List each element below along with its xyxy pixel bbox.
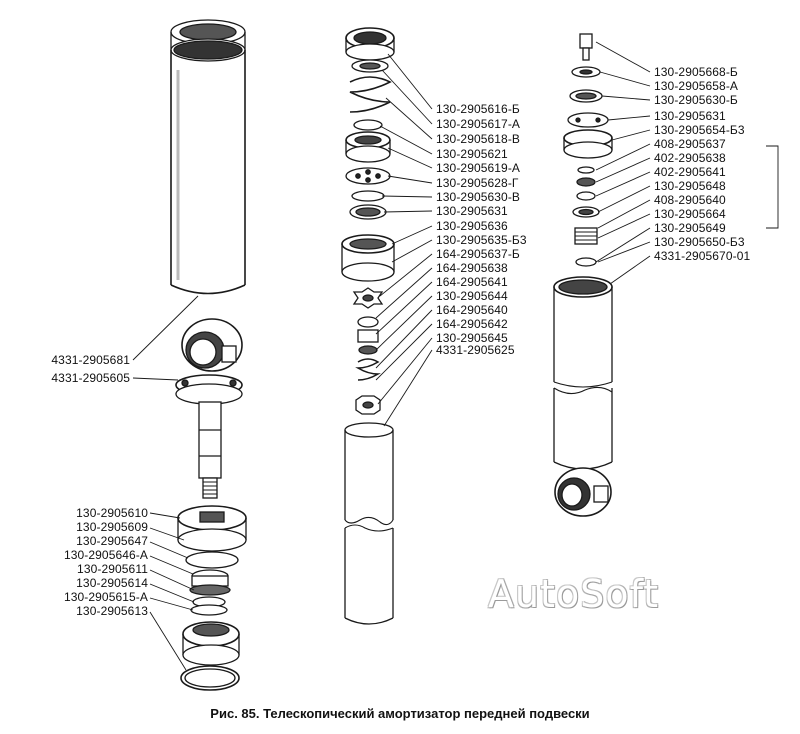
- piston-rod: [198, 401, 222, 499]
- part-label: 130-2905647: [76, 534, 148, 548]
- part-label: 130-2905648: [654, 179, 726, 193]
- part-label: 130-2905649: [654, 221, 726, 235]
- part-label: 130-2905631: [654, 109, 726, 123]
- part-label: 130-2905615-А: [63, 590, 148, 604]
- leader-lines-right: [595, 41, 779, 285]
- part-label: 130-2905664: [654, 207, 726, 221]
- part-label: 130-2905630-В: [436, 190, 521, 204]
- part-label: 408-2905637: [654, 137, 726, 151]
- part-label: 130-2905654-Б3: [654, 123, 745, 137]
- lower-mount-eye: [175, 318, 243, 405]
- part-label: 130-2905610: [76, 506, 148, 520]
- part-label: 164-2905638: [436, 261, 508, 275]
- part-label: 130-2905668-Б: [654, 65, 738, 79]
- middle-stack: [341, 27, 395, 625]
- part-label: 4331-2905681: [51, 353, 130, 367]
- piston-assembly: [177, 505, 247, 691]
- part-label: 130-2905609: [76, 520, 148, 534]
- part-label: 130-2905621: [436, 147, 508, 161]
- part-label: 408-2905640: [654, 193, 726, 207]
- part-label: 4331-2905625: [436, 343, 515, 357]
- part-label: 130-2905618-В: [436, 132, 521, 146]
- part-label: 164-2905641: [436, 275, 508, 289]
- watermark: AutoSoft: [488, 572, 660, 616]
- part-label: 130-2905611: [77, 562, 148, 576]
- part-label: 164-2905637-Б: [436, 247, 520, 261]
- part-label: 130-2905635-Б3: [436, 233, 527, 247]
- leader-lines-left: [132, 295, 199, 671]
- part-label: 130-2905628-Г: [436, 176, 519, 190]
- part-label: 164-2905640: [436, 303, 508, 317]
- part-label: 130-2905636: [436, 219, 508, 233]
- part-label: 4331-2905605: [51, 371, 130, 385]
- part-label: 130-2905631: [436, 204, 508, 218]
- part-label: 130-2905645: [436, 331, 508, 345]
- part-label: 130-2905614: [76, 576, 148, 590]
- part-label: 164-2905642: [436, 317, 508, 331]
- right-stack: [553, 33, 613, 517]
- part-label: 4331-2905670-01: [654, 249, 751, 263]
- part-label: 130-2905650-Б3: [654, 235, 745, 249]
- part-label: 402-2905641: [654, 165, 726, 179]
- part-label: 130-2905658-А: [654, 79, 739, 93]
- part-label: 130-2905616-Б: [436, 102, 520, 116]
- part-label: 130-2905630-Б: [654, 93, 738, 107]
- figure-caption: Рис. 85. Телескопический амортизатор пер…: [210, 706, 590, 721]
- part-label: 402-2905638: [654, 151, 726, 165]
- part-label: 130-2905619-А: [436, 161, 521, 175]
- leader-lines-middle: [375, 53, 433, 427]
- part-label: 130-2905646-А: [63, 548, 148, 562]
- protective-tube: [170, 19, 246, 295]
- part-label: 130-2905617-А: [436, 117, 521, 131]
- part-label: 130-2905613: [76, 604, 148, 618]
- part-label: 130-2905644: [436, 289, 508, 303]
